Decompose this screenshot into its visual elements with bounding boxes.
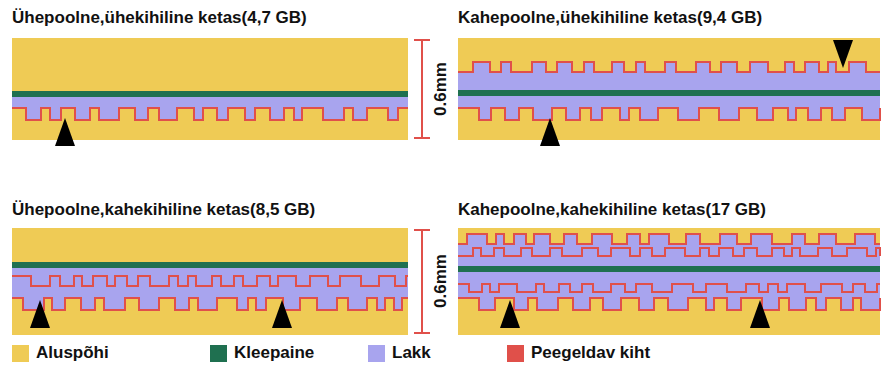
lacquer-layer bbox=[458, 62, 880, 90]
reflective-layer bbox=[12, 298, 408, 310]
reflective-layer bbox=[458, 62, 880, 72]
reflective-layer bbox=[458, 298, 880, 310]
substrate bbox=[12, 38, 408, 140]
reflective-layer bbox=[458, 108, 880, 120]
dimension-tick bbox=[414, 39, 430, 41]
laser-pointer bbox=[30, 300, 50, 328]
lacquer-layer bbox=[12, 268, 408, 310]
disc-title: Ühepoolne,kahekihiline ketas(8,5 GB) bbox=[12, 200, 315, 220]
legend-text: Lakk bbox=[392, 343, 431, 363]
legend-swatch bbox=[507, 345, 524, 362]
legend-text: Kleepaine bbox=[234, 343, 314, 363]
dimension-label: 0.6mm bbox=[431, 62, 451, 116]
adhesive-layer bbox=[12, 91, 408, 97]
lacquer-layer bbox=[458, 234, 880, 310]
adhesive-layer bbox=[458, 266, 880, 272]
laser-pointer bbox=[500, 300, 520, 328]
disc-title: Ühepoolne,ühekihiline ketas(4,7 GB) bbox=[12, 8, 307, 28]
laser-pointer bbox=[272, 300, 292, 328]
reflective-layer bbox=[12, 108, 408, 120]
adhesive-layer bbox=[458, 90, 880, 96]
lacquer-layer bbox=[458, 96, 880, 120]
reflective-layer bbox=[458, 234, 880, 244]
legend-text: Aluspõhi bbox=[36, 343, 109, 363]
dimension-tick bbox=[414, 332, 430, 334]
legend-text: Peegeldav kiht bbox=[531, 343, 650, 363]
substrate bbox=[12, 228, 408, 335]
dimension-tick bbox=[414, 137, 430, 139]
legend-swatch bbox=[12, 345, 29, 362]
laser-pointer bbox=[540, 118, 560, 146]
reflective-layer bbox=[12, 276, 408, 286]
dimension-line bbox=[421, 230, 423, 333]
dimension-label: 0.6mm bbox=[431, 254, 451, 308]
substrate bbox=[458, 38, 880, 140]
dimension-line bbox=[421, 40, 423, 138]
laser-pointer bbox=[750, 300, 770, 328]
reflective-layer bbox=[458, 284, 880, 292]
legend-swatch bbox=[210, 345, 227, 362]
disc-title: Kahepoolne,kahekihiline ketas(17 GB) bbox=[458, 200, 766, 220]
substrate bbox=[458, 228, 880, 335]
legend-swatch bbox=[368, 345, 385, 362]
reflective-layer bbox=[458, 248, 880, 256]
dimension-tick bbox=[414, 229, 430, 231]
laser-pointer bbox=[55, 118, 75, 146]
adhesive-layer bbox=[12, 262, 408, 268]
laser-pointer bbox=[833, 40, 853, 68]
disc-title: Kahepoolne,ühekihiline ketas(9,4 GB) bbox=[458, 8, 762, 28]
lacquer-layer bbox=[12, 97, 408, 120]
